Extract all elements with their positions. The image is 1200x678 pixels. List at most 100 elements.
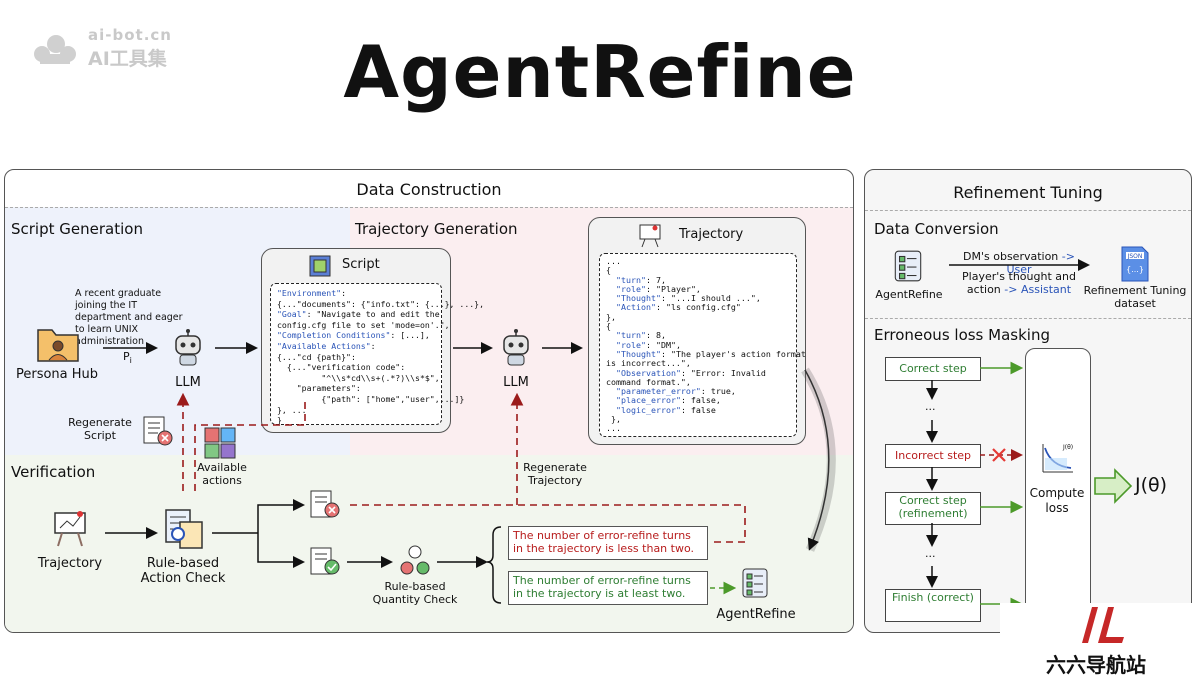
script-box: Script "Environment":{..."documents": {"… <box>261 248 484 433</box>
watermark-url: ai-bot.cn <box>88 26 172 44</box>
trajectory-code-line: command format.", <box>606 376 691 387</box>
script-key: "Goal" <box>277 309 307 320</box>
script-value: : [...], <box>390 330 430 341</box>
script-value: config.cfg file to set 'mode=on'.", <box>277 319 450 330</box>
script-value: "parameters": <box>277 383 361 394</box>
rule-quantity-check-label: Rule-based Quantity Check <box>372 580 458 606</box>
trajectory-code-line: "turn": 8, <box>616 330 666 341</box>
verification-label: Verification <box>11 463 96 481</box>
persona-hub-label: Persona Hub <box>15 367 99 382</box>
script-value: {..."cd {path}": <box>277 351 356 362</box>
trajectory-key: "Thought" <box>616 293 661 304</box>
script-value: {..."documents": {"info.txt": {...}, ...… <box>277 298 485 309</box>
action-check-icon <box>165 509 203 549</box>
script-value: } <box>277 415 282 426</box>
divider-line <box>865 210 1191 211</box>
script-code-line: config.cfg file to set 'mode=on'.", <box>277 320 450 331</box>
script-box-title: Script <box>342 257 380 272</box>
script-code-line: {..."verification code": <box>277 362 435 373</box>
script-code-line: }, ... <box>277 405 435 416</box>
p-subscript: i <box>129 356 132 366</box>
step-correct: Correct step <box>885 357 981 381</box>
trajectory-code: ...{ "turn": 7, "role": "Player", "Thoug… <box>600 254 806 437</box>
json-body: {...} <box>1126 265 1144 274</box>
script-value: "^\\s*cd\\s+(.*?)\\s*$", <box>277 372 440 383</box>
trajectory-code-line: "Action": "ls config.cfg" <box>616 302 741 313</box>
trajectory-box-title: Trajectory <box>679 227 744 242</box>
script-value: {..."verification code": <box>277 362 406 373</box>
data-conversion-label: Data Conversion <box>874 220 999 238</box>
script-key: "Available Actions" <box>277 340 371 351</box>
puzzle-icon <box>204 427 236 459</box>
pass-text: The number of error-refine turns in the … <box>513 574 691 600</box>
script-value: : <box>370 340 376 351</box>
compute-loss-label: Compute loss <box>1029 486 1085 515</box>
trajectory-key: "Action" <box>616 302 656 313</box>
script-code-line: {"path": ["home","user",...]} <box>277 394 464 405</box>
verification-trajectory-label: Trajectory <box>37 556 103 571</box>
j-theta-label: J(θ) <box>1135 474 1168 496</box>
trajectory-key: "role" <box>616 283 646 294</box>
trajectory-key: "role" <box>616 339 646 350</box>
erroneous-loss-masking-label: Erroneous loss Masking <box>874 326 1050 344</box>
regenerate-trajectory-label: Regenerate Trajectory <box>523 461 587 487</box>
fail-box <box>508 526 708 560</box>
user-text: User <box>1006 263 1032 276</box>
pass-box <box>508 571 708 605</box>
trajectory-code-line: }, <box>606 311 616 322</box>
easel-icon <box>639 224 661 248</box>
script-key: "Completion Conditions" <box>277 330 391 341</box>
script-code-line: {..."cd {path}": <box>277 352 435 363</box>
arrow-text: -> <box>1000 283 1021 296</box>
script-code-line: "parameters": <box>277 383 435 394</box>
page-title: AgentRefine <box>343 30 857 114</box>
assistant-text: Assistant <box>1020 283 1072 296</box>
trajectory-code-area: ...{ "turn": 7, "role": "Player", "Thoug… <box>599 253 806 437</box>
regenerate-script-label: Regenerate Script <box>68 416 132 442</box>
script-value: : <box>341 288 347 298</box>
available-actions-label: Available actions <box>197 461 247 487</box>
json-tag: JSON <box>1127 253 1143 260</box>
step-connectors <box>926 259 1133 611</box>
trajectory-key: "parameter_error" <box>616 386 701 397</box>
failed-doc-icon <box>143 416 173 446</box>
agentrefine-output-icon <box>742 568 768 598</box>
dm-observation-text: DM's observation <box>963 250 1059 263</box>
trajectory-key: "turn" <box>616 274 646 285</box>
script-code-line: "Available Actions": <box>277 341 435 352</box>
step-ellipsis-1: ... <box>925 400 936 413</box>
llm-label-2: LLM <box>503 375 529 390</box>
trajectory-key: "Thought" <box>616 348 661 359</box>
fail-doc-icon <box>310 490 340 518</box>
script-code-area: "Environment":{..."documents": {"info.tx… <box>270 283 484 426</box>
trajectory-code-line: is incorrect...", <box>606 358 691 369</box>
trajectory-code-line: ... <box>606 256 621 266</box>
pass-doc-icon <box>310 547 340 575</box>
trajectory-box: Trajectory ...{ "turn": 7, "role": "Play… <box>588 217 806 445</box>
agentrefine-label: AgentRefine <box>875 288 943 301</box>
trajectory-code-line: "logic_error": false <box>616 404 716 415</box>
script-code-line: "Completion Conditions": [...], <box>277 330 435 341</box>
script-code-line: {..."documents": {"info.txt": {...}, ...… <box>277 299 484 310</box>
p-label: P <box>123 350 130 363</box>
trajectory-code-line: "role": "DM", <box>616 339 681 350</box>
corner-logo-text: 六六导航站 <box>1046 653 1146 677</box>
script-icon <box>309 255 331 277</box>
refinement-tuning-title: Refinement Tuning <box>953 183 1103 202</box>
trajectory-key: "logic_error" <box>616 404 681 415</box>
script-value: : "Navigate to and edit the <box>306 309 440 320</box>
script-value: }, ... <box>277 404 307 415</box>
divider-line <box>5 207 853 208</box>
trajectory-key: "Observation" <box>616 367 681 378</box>
step-incorrect: Incorrect step <box>885 444 981 468</box>
script-key: "Environment" <box>277 288 342 298</box>
step-refinement: Correct step (refinement) <box>885 492 981 525</box>
agentrefine-icon <box>894 250 922 282</box>
trajectory-code-line: "Thought": "...I should ...", <box>616 293 761 304</box>
trajectory-code-line: { <box>606 321 611 332</box>
corner-logo: 六六导航站 <box>1000 603 1192 677</box>
arrow-text: -> <box>1058 250 1075 263</box>
trajectory-code-line: "parameter_error": true, <box>616 386 736 397</box>
data-construction-title: Data Construction <box>356 180 502 199</box>
data-construction-panel: Data Construction Script Generation Traj… <box>4 169 854 633</box>
